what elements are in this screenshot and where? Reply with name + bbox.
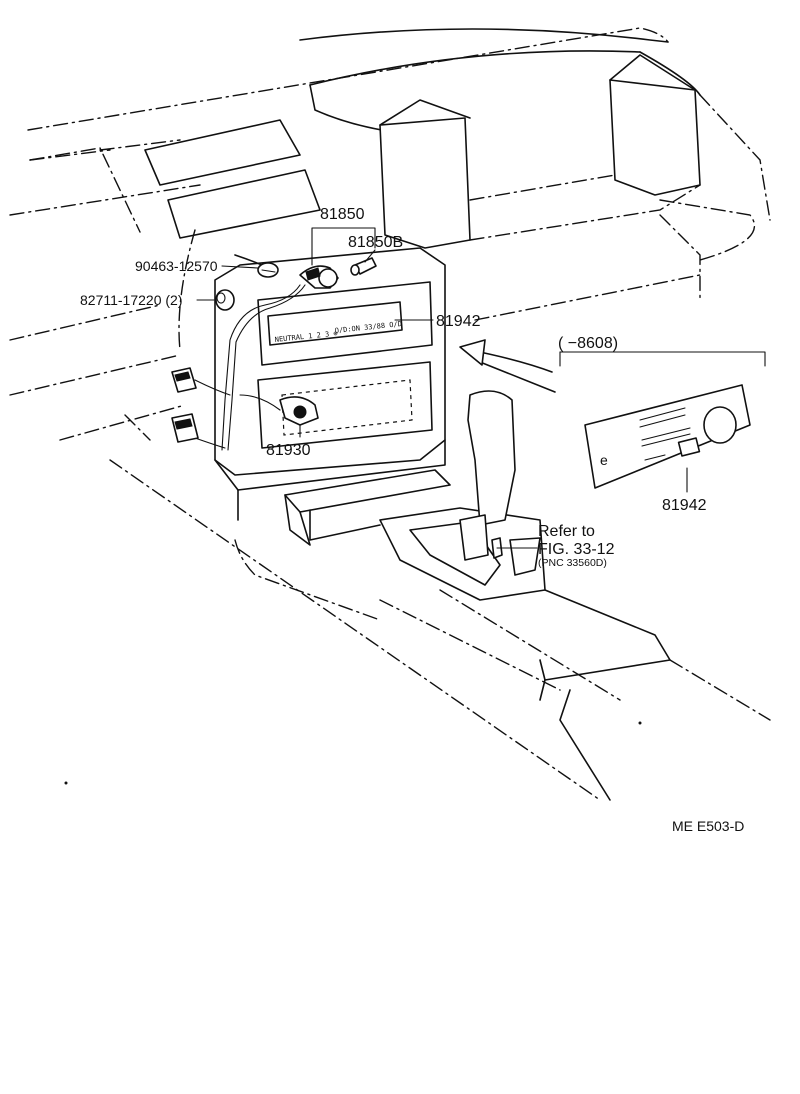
label-82711-17220: 82711-17220 (2) xyxy=(80,292,182,308)
inset-bracket xyxy=(559,351,766,367)
label-81942-inset: 81942 xyxy=(662,497,707,514)
plug-part xyxy=(215,289,235,311)
label-refer-to: Refer to xyxy=(538,523,595,540)
label-inset-range: ( −8608) xyxy=(558,335,618,352)
dash-vents xyxy=(144,119,321,239)
center-panel-housing xyxy=(214,247,446,521)
figure-code: ME E503-D xyxy=(672,818,744,834)
connector-lower xyxy=(171,413,199,443)
socket-part xyxy=(279,396,319,426)
view-arrow xyxy=(459,339,556,393)
label-81850: 81850 xyxy=(320,206,365,223)
label-fig-ref: FIG. 33-12 xyxy=(538,541,615,558)
dashboard-outline xyxy=(9,27,771,801)
shift-lever xyxy=(459,390,516,561)
label-81850b: 81850B xyxy=(348,234,403,251)
leader-lines xyxy=(196,227,538,549)
label-81930: 81930 xyxy=(266,442,311,459)
scan-specks xyxy=(64,721,642,785)
center-console xyxy=(234,469,771,801)
clamp-part xyxy=(234,254,279,278)
inset-panel: e xyxy=(584,384,751,489)
wiring-harness xyxy=(194,284,306,451)
label-pnc-ref: (PNC 33560D) xyxy=(538,557,607,569)
switch-assembly-part xyxy=(299,265,339,289)
inset-panel-mark: e xyxy=(600,452,608,468)
label-81942-main: 81942 xyxy=(436,313,481,330)
callout-labels: 81850 81850B 90463-12570 82711-17220 (2)… xyxy=(80,206,744,834)
label-90463-12570: 90463-12570 xyxy=(135,258,218,274)
connector-upper xyxy=(171,367,197,393)
